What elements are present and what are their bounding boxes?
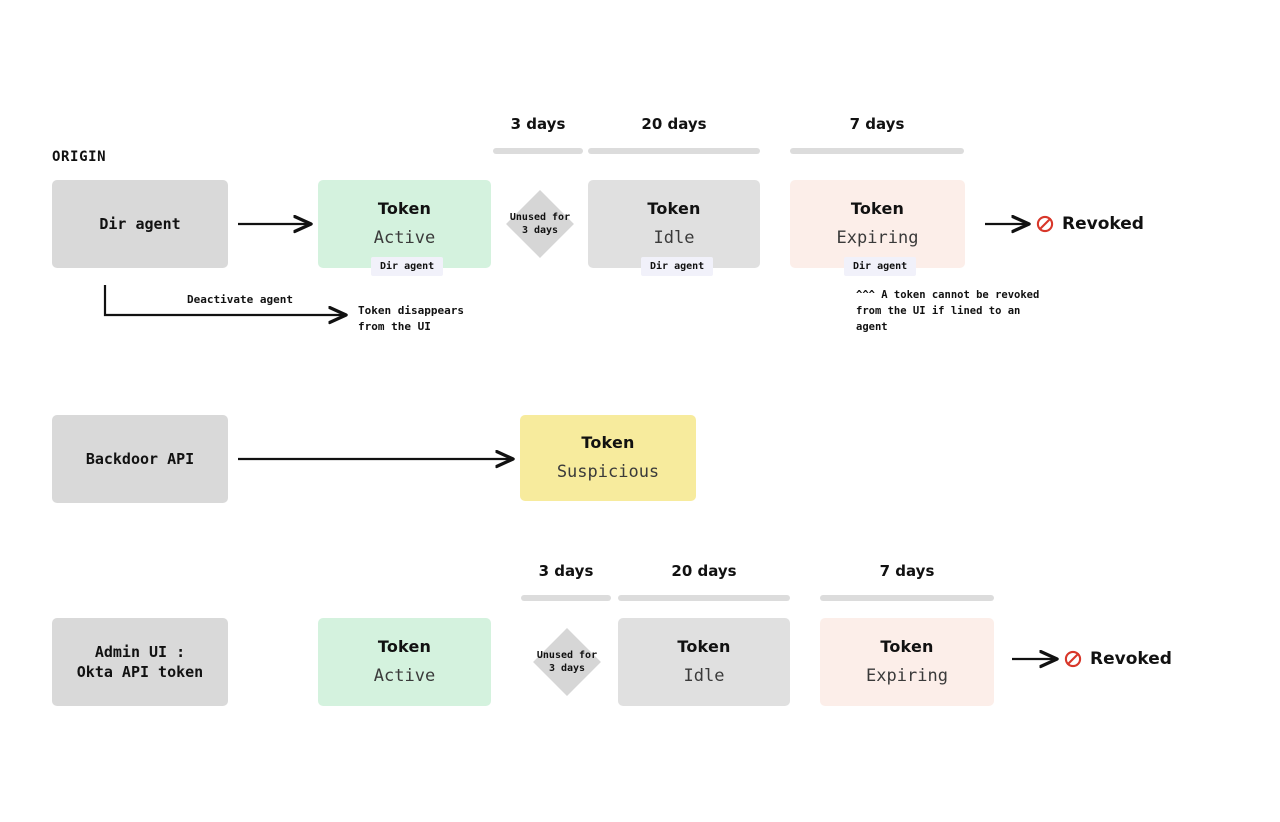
- token-node-active[interactable]: Token Active: [318, 180, 491, 268]
- origin-node-admin-ui[interactable]: Admin UI : Okta API token: [52, 618, 228, 706]
- timeline-label-7-days: 7 days: [849, 115, 905, 133]
- token-node-state: Active: [373, 228, 436, 249]
- terminal-state-label: Revoked: [1090, 649, 1172, 669]
- prohibition-icon: [1036, 215, 1054, 233]
- timeline-label-20-days-admin: 20 days: [671, 562, 737, 580]
- token-node-state: Expiring: [866, 666, 948, 687]
- timeline-bar-7-days-admin: [820, 595, 994, 601]
- origin-node-dir-agent[interactable]: Dir agent: [52, 180, 228, 268]
- timeline-label-3-days-admin: 3 days: [538, 562, 594, 580]
- token-node-state: Idle: [683, 666, 725, 687]
- token-node-title: Token: [647, 199, 701, 219]
- timeline-bar-20-days: [588, 148, 760, 154]
- origin-section-heading: ORIGIN: [52, 149, 107, 165]
- gate-label: Unused for 3 days: [536, 649, 598, 675]
- timeline-bar-3-days: [493, 148, 583, 154]
- token-node-state: Active: [373, 666, 436, 687]
- token-node-state: Expiring: [836, 228, 919, 249]
- token-node-title: Token: [880, 637, 934, 657]
- timeline-label-3-days: 3 days: [510, 115, 566, 133]
- gate-unused-3-days-admin: Unused for 3 days: [527, 626, 607, 698]
- origin-node-backdoor-api[interactable]: Backdoor API: [52, 415, 228, 503]
- note-token-revoke-restriction: ^^^ A token cannot be revoked from the U…: [856, 289, 1040, 333]
- token-node-title: Token: [377, 199, 432, 219]
- token-badge-idle: Dir agent: [641, 257, 714, 276]
- token-node-expiring-admin[interactable]: Token Expiring: [820, 618, 994, 706]
- timeline-bar-7-days: [790, 148, 964, 154]
- gate-label: Unused for 3 days: [509, 211, 571, 237]
- terminal-state-revoked-admin: Revoked: [1064, 649, 1172, 669]
- gate-unused-3-days: Unused for 3 days: [500, 188, 580, 260]
- token-node-idle[interactable]: Token Idle: [588, 180, 760, 268]
- timeline-bar-20-days-admin: [618, 595, 790, 601]
- terminal-state-revoked: Revoked: [1036, 214, 1144, 234]
- token-node-expiring[interactable]: Token Expiring: [790, 180, 965, 268]
- deactivate-result-text: Token disappears from the UI: [358, 304, 464, 333]
- prohibition-icon: [1064, 650, 1082, 668]
- origin-node-label: Admin UI : Okta API token: [76, 642, 204, 681]
- token-node-active-admin[interactable]: Token Active: [318, 618, 491, 706]
- token-node-suspicious[interactable]: Token Suspicious: [520, 415, 696, 501]
- edge-label-deactivate-agent: Deactivate agent: [187, 293, 293, 306]
- timeline-label-7-days-admin: 7 days: [879, 562, 935, 580]
- origin-node-label: Dir agent: [99, 214, 181, 233]
- timeline-bar-3-days-admin: [521, 595, 611, 601]
- terminal-state-label: Revoked: [1062, 214, 1144, 234]
- token-badge-expiring: Dir agent: [844, 257, 917, 276]
- origin-node-label: Backdoor API: [85, 449, 195, 468]
- token-node-title: Token: [377, 637, 432, 657]
- token-node-idle-admin[interactable]: Token Idle: [618, 618, 790, 706]
- timeline-label-20-days: 20 days: [641, 115, 707, 133]
- token-node-title: Token: [581, 433, 635, 453]
- token-node-title: Token: [677, 637, 731, 657]
- token-badge-active: Dir agent: [371, 257, 444, 276]
- token-node-title: Token: [850, 199, 905, 219]
- token-node-state: Suspicious: [556, 462, 660, 483]
- token-node-state: Idle: [653, 228, 695, 249]
